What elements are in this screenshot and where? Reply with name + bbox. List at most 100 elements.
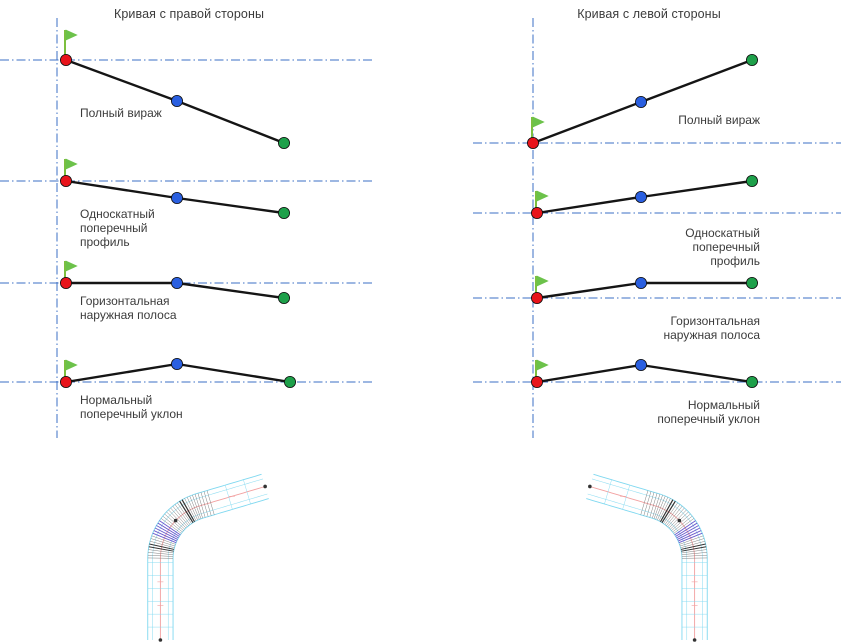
station-flag-icon (535, 190, 549, 213)
marker-dot-blue[interactable] (635, 358, 648, 371)
plan-cross-tick (673, 518, 695, 534)
marker-dot-red[interactable] (60, 174, 73, 187)
plan-cross-tick (168, 509, 187, 529)
profile-polyline (64, 58, 286, 145)
plan-cross-tick (170, 507, 188, 528)
marker-dot-blue[interactable] (170, 276, 183, 289)
plan-cross-tick (149, 540, 175, 548)
plan-cross-tick (150, 538, 176, 547)
plan-lane-line-b (152, 478, 263, 640)
marker-dot-blue[interactable] (635, 190, 648, 203)
marker-dot-blue[interactable] (170, 191, 183, 204)
plan-cross-tick (157, 522, 180, 537)
plan-cross-tick (622, 485, 631, 510)
marker-dot-red[interactable] (60, 276, 73, 289)
plan-cross-tick (179, 500, 194, 523)
marker-dot-blue[interactable] (635, 276, 648, 289)
marker-dot-red[interactable] (60, 54, 73, 67)
stage-horizontal-outer-lane (0, 260, 372, 304)
plan-cross-tick (666, 505, 683, 526)
panel-title-left-side-curve: Кривая с левой стороны (577, 7, 721, 21)
marker-dot-red[interactable] (60, 375, 73, 388)
marker-dot-blue[interactable] (170, 95, 183, 108)
marker-dot-green[interactable] (746, 276, 759, 289)
flag-pennant (65, 260, 78, 272)
stage-label-horizontal-outer-lane: Горизонтальная наружная полоса (663, 314, 760, 342)
marker-dot-green[interactable] (283, 375, 296, 388)
stage-label-full-superelevation: Полный вираж (678, 113, 760, 127)
marker-dot-red[interactable] (531, 206, 544, 219)
plan-cross-tick (186, 497, 198, 521)
plan-cross-tick (172, 505, 189, 526)
plan-station-mid (173, 518, 178, 523)
plan-cross-tick (152, 532, 177, 544)
stage-label-single-cross-slope: Односкатный поперечный профиль (685, 226, 760, 268)
plan-cross-tick (678, 532, 703, 544)
plan-cross-tick (174, 504, 191, 525)
marker-dot-green[interactable] (746, 54, 759, 67)
station-flag-icon (64, 260, 78, 283)
stage-normal-cross-slope (0, 357, 372, 388)
stage-label-full-superelevation: Полный вираж (80, 106, 162, 120)
plan-station-mid (677, 518, 682, 523)
plan-station-start (158, 638, 163, 642)
plan-cross-tick (181, 499, 196, 523)
plan-cross-tick (640, 490, 649, 515)
marker-dot-red[interactable] (531, 375, 544, 388)
plan-lane-line-a (167, 493, 268, 640)
plan-cross-tick (652, 494, 661, 519)
flag-pennant (65, 359, 78, 371)
plan-cross-tick (159, 520, 181, 536)
profile-polyline (535, 179, 754, 215)
plan-cross-tick (206, 490, 215, 515)
profile-polyline (535, 363, 754, 384)
stage-label-normal-cross-slope: Нормальный поперечный уклон (657, 398, 760, 426)
plan-cross-tick (203, 491, 212, 516)
plan-view-right-curve (147, 473, 269, 642)
plan-cross-tick (184, 498, 197, 522)
plan-cross-tick (160, 518, 182, 534)
plan-cross-tick (154, 527, 178, 540)
plan-cross-tick (148, 546, 174, 552)
flag-pennant (536, 275, 549, 287)
stage-label-horizontal-outer-lane: Горизонтальная наружная полоса (80, 294, 177, 322)
plan-cross-tick (681, 549, 707, 554)
station-flag-icon (535, 275, 549, 298)
plan-cross-tick (681, 552, 707, 555)
plan-cross-tick (649, 493, 658, 518)
plan-cross-tick (604, 479, 612, 505)
plan-cross-tick (663, 502, 678, 524)
marker-dot-red[interactable] (531, 291, 544, 304)
plan-cross-tick (156, 525, 179, 539)
marker-dot-red[interactable] (527, 136, 540, 149)
plan-cross-tick (679, 538, 705, 547)
plan-station-start (692, 638, 697, 642)
plan-cross-tick (681, 554, 708, 557)
marker-dot-green[interactable] (746, 174, 759, 187)
marker-dot-green[interactable] (277, 206, 290, 219)
marker-dot-green[interactable] (746, 375, 759, 388)
flag-pennant (532, 116, 545, 128)
plan-cross-tick (667, 507, 685, 528)
plan-cross-tick (243, 479, 251, 505)
plan-cross-tick (664, 504, 681, 525)
marker-dot-green[interactable] (277, 291, 290, 304)
profile-polyline (64, 362, 292, 384)
marker-dot-green[interactable] (277, 136, 290, 149)
station-flag-icon (64, 29, 78, 60)
plan-cross-tick (681, 546, 707, 552)
plan-cross-tick (148, 549, 174, 554)
plan-cross-tick (659, 499, 674, 523)
stage-horizontal-outer-lane (473, 275, 841, 304)
plan-cross-tick (655, 495, 666, 520)
flag-pennant (65, 29, 78, 41)
plan-cross-tick (676, 525, 699, 539)
marker-dot-blue[interactable] (635, 96, 648, 109)
plan-cross-tick (680, 543, 706, 550)
plan-cross-tick (224, 485, 233, 510)
plan-edge-outer (593, 473, 708, 640)
marker-dot-blue[interactable] (170, 357, 183, 370)
plan-cross-tick (679, 535, 704, 545)
plan-cross-tick (661, 500, 676, 523)
stage-full-superelevation (0, 29, 372, 149)
